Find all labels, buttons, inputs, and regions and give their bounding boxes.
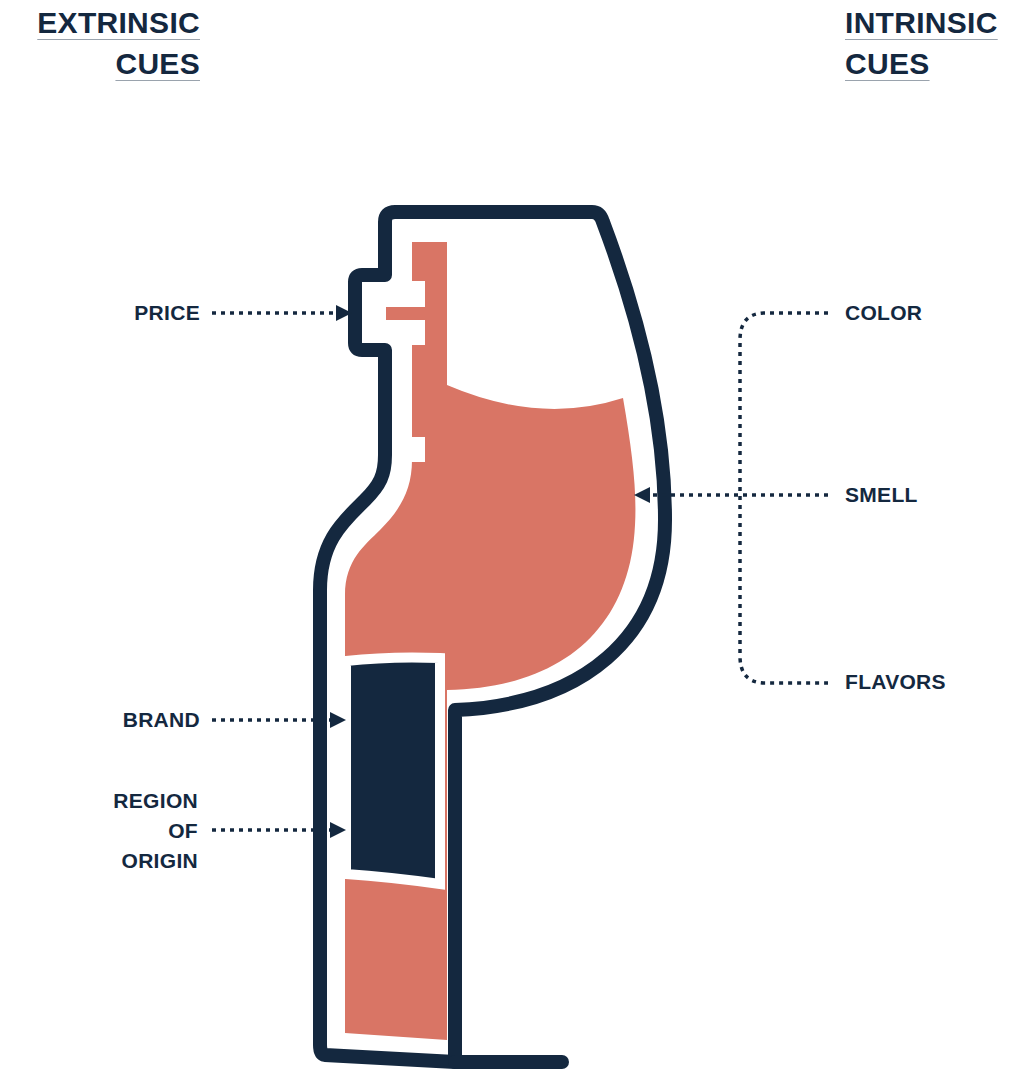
arrow-head (634, 487, 650, 503)
bottle-label-edge (346, 657, 440, 884)
cue-label: BRAND (80, 705, 200, 735)
cue-label: SMELL (845, 480, 995, 510)
bracket-line (740, 313, 828, 683)
arrow-head (330, 712, 346, 728)
bottle-glass-outline (320, 212, 665, 1062)
section-heading: EXTRINSIC CUES (10, 2, 200, 84)
bottle-label (346, 657, 440, 884)
cue-label: COLOR (845, 298, 995, 328)
label-gap (341, 660, 347, 878)
leader-line (212, 311, 338, 315)
arrow-head (330, 822, 346, 838)
tag-bar (386, 307, 425, 320)
arrow-head (336, 305, 352, 321)
section-heading: INTRINSIC CUES (845, 2, 1017, 84)
neck-notch (411, 437, 425, 462)
leader-line (212, 828, 330, 832)
cue-label: PRICE (80, 298, 200, 328)
leader-line (212, 718, 330, 722)
cue-label: FLAVORS (845, 667, 995, 697)
glass-foot (455, 1055, 562, 1069)
cue-label: REGION OF ORIGIN (106, 786, 198, 876)
